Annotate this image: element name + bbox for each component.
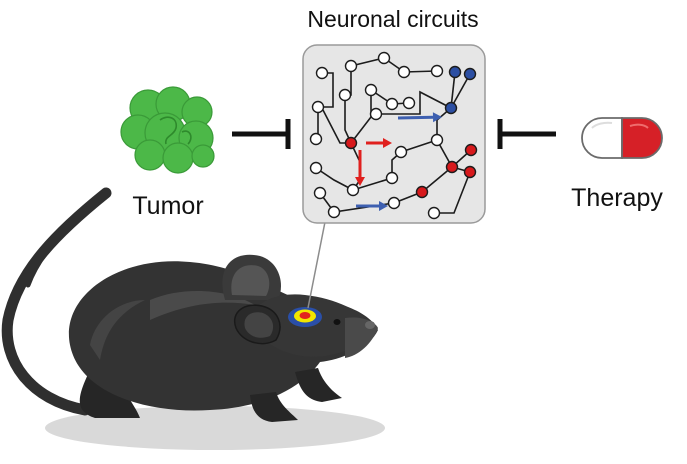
neuron-node	[309, 161, 323, 175]
neuron-node-red	[463, 165, 477, 179]
neuron-node	[315, 66, 329, 80]
signal-arrows	[355, 112, 442, 211]
neuron-node	[364, 83, 378, 97]
mouse-illustration	[1, 187, 385, 450]
neuron-node	[385, 171, 399, 185]
neuron-node-red	[445, 160, 459, 174]
neuron-node	[309, 132, 323, 146]
neuron-node	[397, 65, 411, 79]
signal-arrow-red	[355, 150, 365, 186]
neuron-node-red	[344, 136, 358, 150]
neuron-node	[427, 206, 441, 220]
tumor-cluster-icon	[120, 86, 215, 174]
pill-capsule-icon	[581, 117, 663, 159]
neuronal-circuit-panel	[302, 44, 486, 224]
neuron-node-red	[464, 143, 478, 157]
circuit-edge	[434, 171, 471, 214]
neuron-node	[327, 205, 341, 219]
neuron-node-blue	[444, 101, 458, 115]
signal-arrow-blue	[356, 201, 388, 211]
neuron-node-blue	[463, 67, 477, 81]
circuit-edge	[315, 167, 354, 191]
signal-arrow-red	[366, 138, 392, 148]
neuron-node	[311, 100, 325, 114]
neuron-node	[344, 59, 358, 73]
tumor-label: Tumor	[132, 192, 203, 220]
therapy-inhibition-arrow	[497, 119, 556, 149]
circuit-edge	[421, 166, 453, 193]
neuron-node	[369, 107, 383, 121]
circuits-title: Neuronal circuits	[307, 6, 478, 32]
tumor-inhibition-arrow	[232, 119, 291, 149]
neuron-node	[387, 196, 401, 210]
neuron-node	[377, 51, 391, 65]
brain-tumor-spot	[288, 307, 322, 327]
mouse-eye	[333, 319, 341, 325]
neuron-node	[430, 133, 444, 147]
circuit-nodes	[309, 51, 478, 220]
neuron-node-blue	[448, 65, 462, 79]
neuron-node	[313, 186, 327, 200]
circuit-edge	[450, 73, 471, 109]
zoom-connector-line	[307, 221, 326, 309]
neuron-node	[394, 145, 408, 159]
neuron-node	[346, 183, 360, 197]
mouse-front-leg	[250, 392, 298, 422]
neuron-node	[385, 97, 399, 111]
signal-arrow-blue	[397, 112, 442, 123]
neuron-node-red	[415, 185, 429, 199]
circuit-box	[302, 44, 486, 224]
neuron-node	[338, 88, 352, 102]
circuit-edge	[400, 139, 438, 153]
neuron-node	[430, 64, 444, 78]
mouse-nose	[365, 321, 375, 329]
neuron-node	[402, 96, 416, 110]
circuit-edge	[376, 90, 452, 115]
therapy-label: Therapy	[571, 184, 663, 212]
